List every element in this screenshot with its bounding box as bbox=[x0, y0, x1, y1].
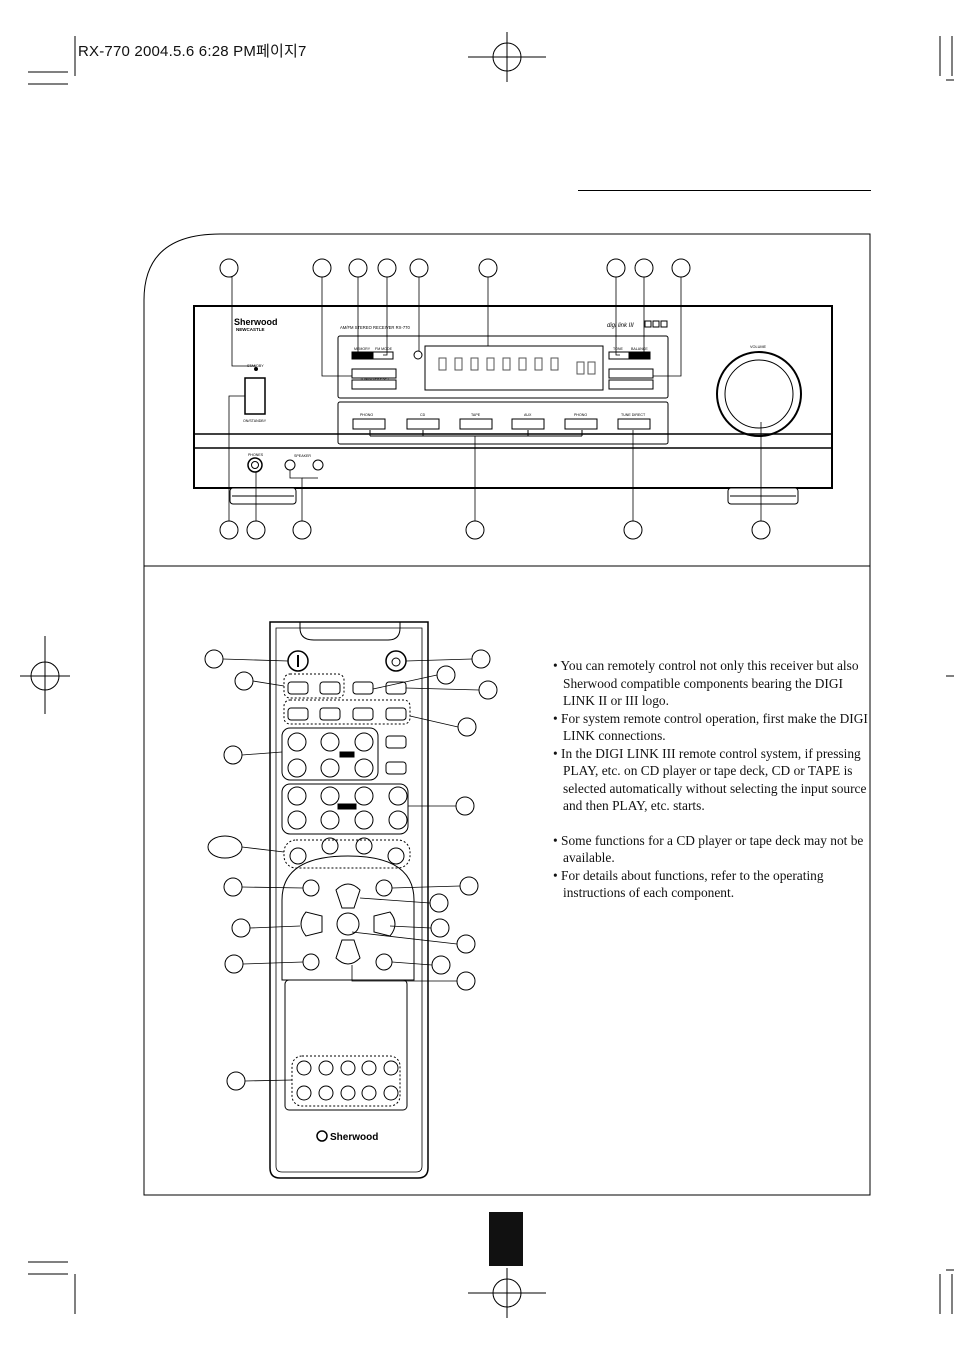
receiver-callouts bbox=[219, 258, 771, 540]
receiver-leader-lines bbox=[228, 276, 762, 521]
fm-mode-label: FM MODE bbox=[375, 347, 393, 351]
input-label-3: TAPE bbox=[471, 413, 481, 417]
input-label-2: CD bbox=[420, 413, 426, 417]
receiver-subbrand: NEWCASTLE bbox=[236, 327, 265, 332]
digilink-logo: digi link III bbox=[607, 323, 634, 329]
receiver-illustration bbox=[193, 305, 833, 505]
receiver-model-caption: AM/FM STEREO RECEIVER RX-770 bbox=[340, 325, 410, 330]
phones-label: PHONES bbox=[248, 453, 264, 457]
note-digilink-auto-select: • In the DIGI LINK III remote control sy… bbox=[553, 745, 867, 814]
remote-notes: • You can remotely control not only this… bbox=[553, 657, 869, 902]
remote-callouts bbox=[204, 649, 498, 1091]
on-standby-label: ON/STANDBY bbox=[243, 419, 267, 423]
note-digilink-connections: • For system remote control operation, f… bbox=[553, 710, 868, 744]
remote-brand: Sherwood bbox=[330, 1132, 378, 1143]
note-refer-instructions: • For details about functions, refer to … bbox=[553, 867, 824, 901]
input-label-1: PHONO bbox=[360, 413, 373, 417]
page-tab bbox=[489, 1212, 523, 1266]
standby-label: STANDBY bbox=[247, 364, 264, 368]
balance-label: BALANCE bbox=[631, 347, 648, 351]
remote-illustration bbox=[269, 621, 429, 1179]
tuning-preset-label: TUNING/PRESET bbox=[360, 377, 390, 381]
diagram-frame bbox=[143, 233, 871, 1196]
receiver-brand: Sherwood bbox=[234, 317, 278, 327]
tone-label: TONE bbox=[613, 347, 624, 351]
input-label-4: AUX bbox=[524, 413, 532, 417]
print-header: RX-770 2004.5.6 6:28 PM페이지7 bbox=[78, 43, 307, 60]
header-rule bbox=[578, 190, 871, 191]
note-functions-unavailable: • Some functions for a CD player or tape… bbox=[553, 832, 864, 866]
tune-direct-label: TUNE DIRECT bbox=[621, 413, 646, 417]
volume-label: VOLUME bbox=[750, 345, 767, 349]
input-label-5: PHONO bbox=[574, 413, 587, 417]
speaker-label: SPEAKER bbox=[294, 454, 311, 458]
memory-label: MEMORY bbox=[354, 347, 371, 351]
note-digilink-compat: • You can remotely control not only this… bbox=[553, 658, 859, 708]
remote-leader-lines bbox=[222, 658, 480, 1082]
display-segments bbox=[438, 357, 596, 375]
